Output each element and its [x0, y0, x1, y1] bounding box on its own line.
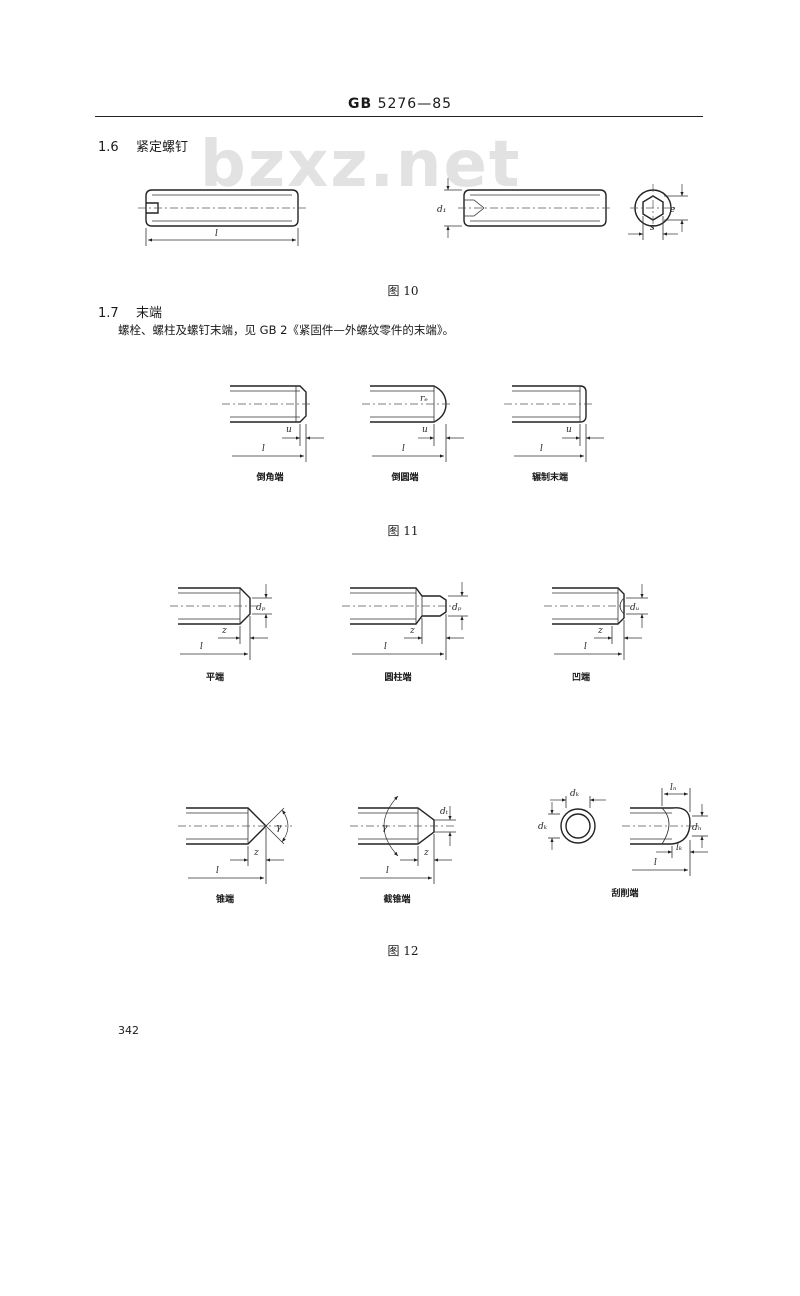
fig10-dim-s: s	[650, 223, 655, 233]
fig11-dim-u: u	[422, 425, 428, 435]
section-1-7-text: 螺栓、螺柱及螺钉末端，见 GB 2《紧固件—外螺纹零件的末端》。	[118, 323, 455, 337]
fig12-angle: γ	[382, 823, 388, 833]
fig11-dim-l: l	[402, 444, 405, 454]
fig10-end-view: s e	[628, 184, 688, 240]
fig12-dim-ln: lₙ	[670, 783, 677, 793]
fig12-flat-point: dₚ z l	[170, 584, 272, 660]
fig11-dim-l: l	[540, 444, 543, 454]
fig12-dim-dk: dₖ	[570, 789, 580, 799]
fig12-dim-l: l	[386, 866, 389, 876]
fig12-label-dog: 圆柱端	[384, 673, 412, 683]
fig12-dim-l: l	[584, 642, 587, 652]
fig10-dim-l-left: l	[215, 229, 218, 239]
fig12-dim-d: dₚ	[452, 603, 462, 613]
fig11-dim-l: l	[262, 444, 265, 454]
fig12-dim-d: dₚ	[256, 603, 266, 613]
standard-header: GB 5276—85	[0, 96, 800, 112]
section-1-6-heading: 1.6 紧定螺钉	[98, 136, 188, 155]
fig12-scraped-point: dₖ dₖ lₙ dₙ lₖ l	[538, 783, 708, 876]
fig12-dim-z: z	[221, 626, 227, 636]
fig12-dim-dn: dₙ	[692, 823, 702, 833]
fig11-label-rolled: 辗制末端	[531, 473, 568, 483]
fig12-dim-lk: lₖ	[676, 843, 683, 853]
section-title: 紧定螺钉	[136, 140, 189, 155]
fig12-label-truncated-cone: 截锥端	[383, 895, 411, 905]
fig12-dim-l: l	[216, 866, 219, 876]
fig11-rolled-end: u l	[504, 385, 604, 462]
fig11-chamfered-end: u l	[222, 385, 324, 462]
fig12-dim-d: dₜ	[440, 807, 449, 817]
fig12-dim-d: dᵤ	[630, 603, 640, 613]
fig11-rounded-end: rₑ u l	[362, 385, 464, 462]
fig10-slotted-set-screw: l	[138, 189, 306, 246]
fig11-label-rounded: 倒圆端	[391, 473, 419, 483]
fig10-hex-socket-set-screw: d₁	[437, 178, 612, 238]
fig11-label-chamfer: 倒角端	[256, 473, 284, 483]
header-rule	[95, 116, 703, 117]
fig12-truncated-cone-point: dₜ γ z l	[350, 795, 456, 884]
fig12-dim-l: l	[384, 642, 387, 652]
fig11-dim-u: u	[286, 425, 292, 435]
section-1-7-heading: 1.7 末端	[98, 302, 162, 321]
fig10-dim-e: e	[670, 205, 675, 215]
fig12-dim-z: z	[597, 626, 603, 636]
fig12-cone-point: γ z l	[178, 807, 292, 884]
header-gb: GB	[347, 96, 373, 112]
fig12-label-cup: 凹端	[571, 673, 590, 683]
fig12-cup-point: dᵤ z l	[544, 584, 648, 660]
header-number: 5276—85	[377, 96, 453, 112]
fig12-dim-l: l	[654, 858, 657, 868]
fig12-label-flat: 平端	[205, 673, 224, 683]
section-number: 1.7	[98, 306, 119, 321]
fig10-dim-d1: d₁	[437, 205, 446, 215]
fig12-dim-z: z	[253, 848, 259, 858]
fig12-dim-l: l	[200, 642, 203, 652]
figure-10-caption: 图 10	[387, 284, 419, 298]
fig12-dim-dk-2: dₖ	[538, 822, 548, 832]
fig12-dim-z: z	[423, 848, 429, 858]
fig11-dim-r: rₑ	[420, 394, 428, 404]
fig12-label-cone: 锥端	[215, 895, 234, 905]
page-number: 342	[118, 1024, 139, 1037]
fig12-dim-z: z	[409, 626, 415, 636]
section-number: 1.6	[98, 140, 119, 155]
fig12-label-scraped: 刮削端	[611, 889, 639, 899]
figure-12-caption: 图 12	[387, 944, 419, 958]
figure-11-caption: 图 11	[387, 524, 419, 538]
fig12-dog-point: dₚ z l	[342, 582, 468, 660]
section-title: 末端	[136, 306, 163, 321]
fig12-angle: γ	[276, 823, 282, 833]
fig11-dim-u: u	[566, 425, 572, 435]
